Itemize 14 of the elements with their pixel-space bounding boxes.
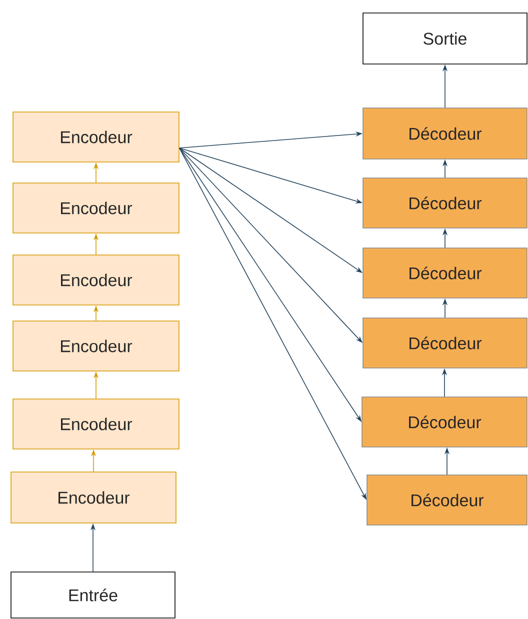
encoder-box: Encodeur	[12, 182, 180, 234]
box: Sortie	[362, 12, 528, 64]
decoder-box: Décodeur	[362, 248, 528, 298]
decoder-box: Décodeur	[362, 178, 528, 228]
decoder-box: Décodeur	[362, 318, 528, 368]
encoder-box: Encodeur	[12, 254, 180, 306]
encoder-box: Encodeur	[12, 398, 180, 450]
encoder-box: Encodeur	[12, 320, 180, 372]
encoder-box: Encodeur	[10, 472, 176, 524]
decoder-box: Décodeur	[366, 474, 528, 526]
decoder-box: Décodeur	[362, 396, 528, 448]
decoder-box: Décodeur	[362, 108, 528, 160]
encoder-box: Encodeur	[12, 112, 180, 162]
box: Entrée	[10, 572, 176, 618]
